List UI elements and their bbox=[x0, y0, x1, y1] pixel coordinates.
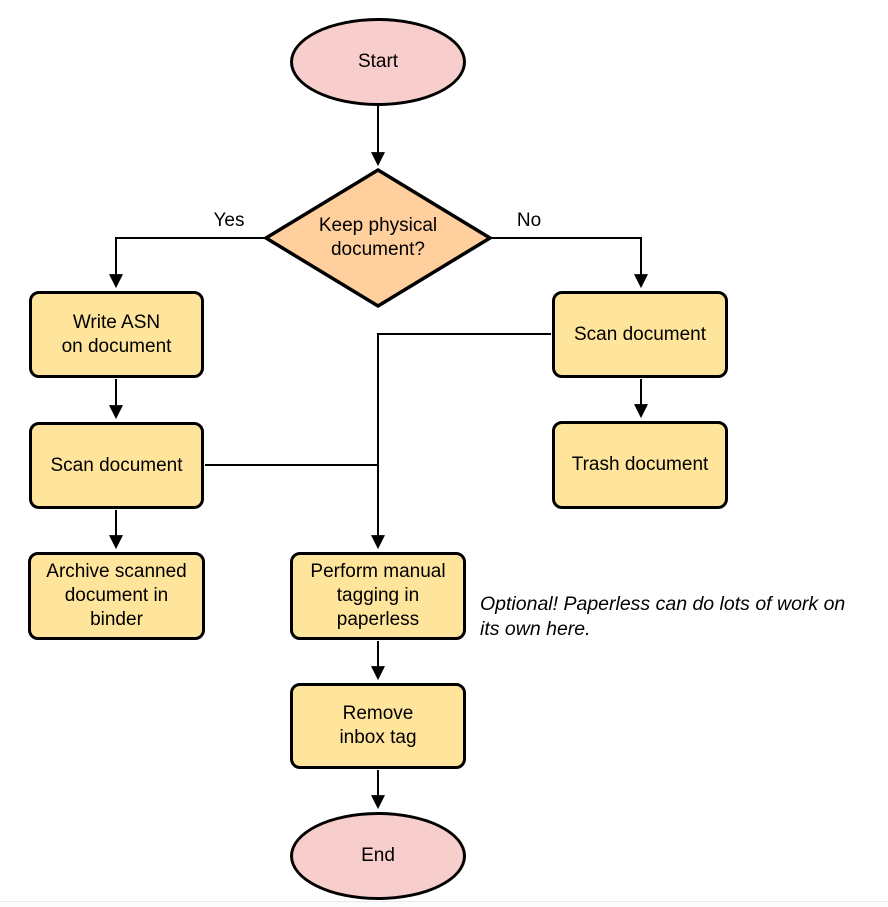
edge-label-yes: Yes bbox=[213, 210, 245, 231]
edge-decision-yes bbox=[109, 237, 266, 289]
annotation-optional-note: Optional! Paperless can do lots of work … bbox=[480, 593, 846, 640]
node-remove-inbox-tag: Remove inbox tag bbox=[290, 683, 466, 769]
node-scan-document-right-label: Scan document bbox=[573, 323, 707, 345]
node-archive-binder: Archive scanned document in binder bbox=[28, 552, 205, 640]
node-scan-document-left: Scan document bbox=[29, 422, 204, 509]
node-trash-document-label: Trash document bbox=[571, 454, 709, 475]
node-manual-tagging: Perform manual tagging in paperless bbox=[290, 552, 466, 640]
node-remove-inbox-tag-label: Remove inbox tag bbox=[339, 703, 417, 748]
node-write-asn-label: Write ASN on document bbox=[61, 311, 172, 357]
page-bottom-edge bbox=[0, 901, 888, 907]
node-scan-document-left-label: Scan document bbox=[50, 454, 183, 476]
node-start: Start bbox=[290, 18, 466, 106]
edge-scanright-to-tagging bbox=[371, 333, 551, 550]
node-write-asn: Write ASN on document bbox=[29, 291, 204, 378]
node-end-label: End bbox=[361, 845, 395, 866]
node-decision-label: Keep physical document? bbox=[318, 215, 438, 260]
decision-diamond-shape bbox=[262, 167, 494, 309]
node-archive-binder-label: Archive scanned document in binder bbox=[46, 561, 187, 630]
node-scan-document-right: Scan document bbox=[552, 291, 728, 378]
node-start-label: Start bbox=[357, 51, 399, 72]
node-trash-document: Trash document bbox=[552, 421, 728, 509]
node-end: End bbox=[290, 812, 466, 900]
node-manual-tagging-label: Perform manual tagging in paperless bbox=[310, 561, 446, 630]
edge-label-no: No bbox=[516, 210, 542, 231]
node-decision: Keep physical document? bbox=[278, 206, 478, 270]
edge-decision-no bbox=[490, 237, 648, 289]
